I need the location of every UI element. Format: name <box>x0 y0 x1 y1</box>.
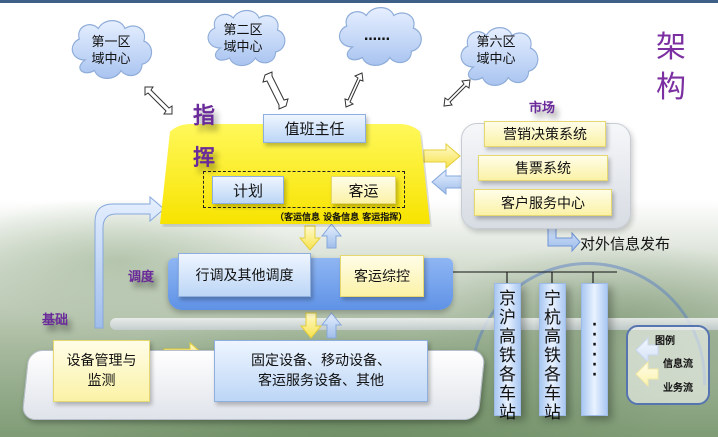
external-info-publish-label: 对外信息发布 <box>580 235 671 253</box>
station-char: 站 <box>544 403 561 423</box>
arrow-command-to-market <box>423 142 461 170</box>
station-char: 各 <box>499 365 516 385</box>
arrow-base-to-dispatch <box>320 312 343 339</box>
cloud-region-etc-label: …… <box>346 28 408 45</box>
station-more[interactable]: · · · · · · <box>581 283 608 416</box>
cloud-region-6-label: 第六区 域中心 <box>465 34 527 68</box>
station-char: 京 <box>499 289 516 309</box>
customer-service-center-box[interactable]: 客户服务中心 <box>474 189 612 216</box>
arrow-dispatch-to-command <box>320 223 343 249</box>
double-arrow-region-etc <box>344 72 364 108</box>
station-char: 杭 <box>544 308 561 328</box>
equipment-management-line-2: 监测 <box>87 373 116 389</box>
section-label-command-2: 挥 <box>193 145 216 171</box>
arrow-dispatch-to-base <box>299 312 323 339</box>
equipment-line-2: 客运服务设备、其他 <box>258 373 384 389</box>
equipment-box[interactable]: 固定设备、移动设备、 客运服务设备、其他 <box>214 340 428 402</box>
station-char: 铁 <box>499 346 516 366</box>
station-char: 沪 <box>499 308 516 328</box>
station-char: · <box>591 337 598 353</box>
train-dispatch-box[interactable]: 行调及其他调度 <box>178 253 311 297</box>
station-char: 车 <box>499 384 516 404</box>
arrow-base-to-command <box>94 195 165 329</box>
marketing-decision-system-box[interactable]: 营销决策系统 <box>484 121 606 147</box>
station-char: 铁 <box>544 346 561 366</box>
cloud-region-2-label: 第二区 域中心 <box>212 22 274 56</box>
cloud-line-1: 第二区 <box>223 23 263 38</box>
station-char: · <box>591 367 598 383</box>
page-title-char-1: 架 <box>656 30 686 65</box>
ticketing-system-box[interactable]: 售票系统 <box>478 155 608 181</box>
legend-info-flow-label: 信息流 <box>663 359 693 370</box>
station-ninghang[interactable]: 宁 杭 高 铁 各 车 站 <box>539 283 566 423</box>
duty-director-box[interactable]: 值班主任 <box>263 114 366 143</box>
command-note: （客运信息 设备信息 客运指挥） <box>275 213 408 223</box>
station-char: · <box>591 347 598 363</box>
section-label-command-1: 指 <box>193 103 216 129</box>
station-char: · <box>591 317 598 333</box>
equipment-management-line-1: 设备管理与 <box>66 353 137 369</box>
station-char: 各 <box>544 365 561 385</box>
plan-box[interactable]: 计划 <box>212 176 284 204</box>
double-arrow-region-6 <box>443 79 471 107</box>
legend-title: 图例 <box>655 336 675 347</box>
cloud-line-1: 第一区 <box>91 35 131 50</box>
cloud-region-1-label: 第一区 域中心 <box>80 34 142 68</box>
passenger-control-box[interactable]: 客运综控 <box>340 255 424 297</box>
station-char: 宁 <box>544 289 561 309</box>
arrow-command-to-dispatch <box>298 225 322 251</box>
double-arrow-region-2 <box>262 71 289 110</box>
section-label-base: 基础 <box>42 313 69 328</box>
double-arrows <box>144 71 471 115</box>
passenger-box[interactable]: 客运 <box>331 176 396 204</box>
legend-business-flow-label: 业务流 <box>663 383 693 394</box>
equipment-management-box[interactable]: 设备管理与 监测 <box>53 340 150 402</box>
station-char: 车 <box>544 384 561 404</box>
cloud-line-1: …… <box>364 29 390 44</box>
station-char: · <box>591 357 598 373</box>
station-bus-line <box>425 271 617 284</box>
train-background <box>110 318 718 330</box>
cloud-line-2: 域中心 <box>223 40 263 55</box>
station-char: 站 <box>499 403 516 423</box>
station-char: · <box>591 327 598 343</box>
page-title-char-2: 构 <box>656 70 686 105</box>
station-char: 高 <box>544 327 561 347</box>
plan-passenger-group <box>203 171 405 208</box>
double-arrow-region-1 <box>144 86 173 115</box>
legend: 图例 信息流 业务流 <box>626 325 710 405</box>
cloud-line-1: 第六区 <box>476 35 516 50</box>
top-border <box>0 0 718 3</box>
cloud-line-2: 域中心 <box>91 52 131 67</box>
section-label-market: 市场 <box>529 101 556 116</box>
equipment-line-1: 固定设备、移动设备、 <box>251 353 391 369</box>
station-char: 高 <box>499 327 516 347</box>
cloud-line-2: 域中心 <box>476 52 516 67</box>
station-jinghu[interactable]: 京 沪 高 铁 各 车 站 <box>494 283 521 423</box>
section-label-dispatch: 调度 <box>128 270 155 285</box>
